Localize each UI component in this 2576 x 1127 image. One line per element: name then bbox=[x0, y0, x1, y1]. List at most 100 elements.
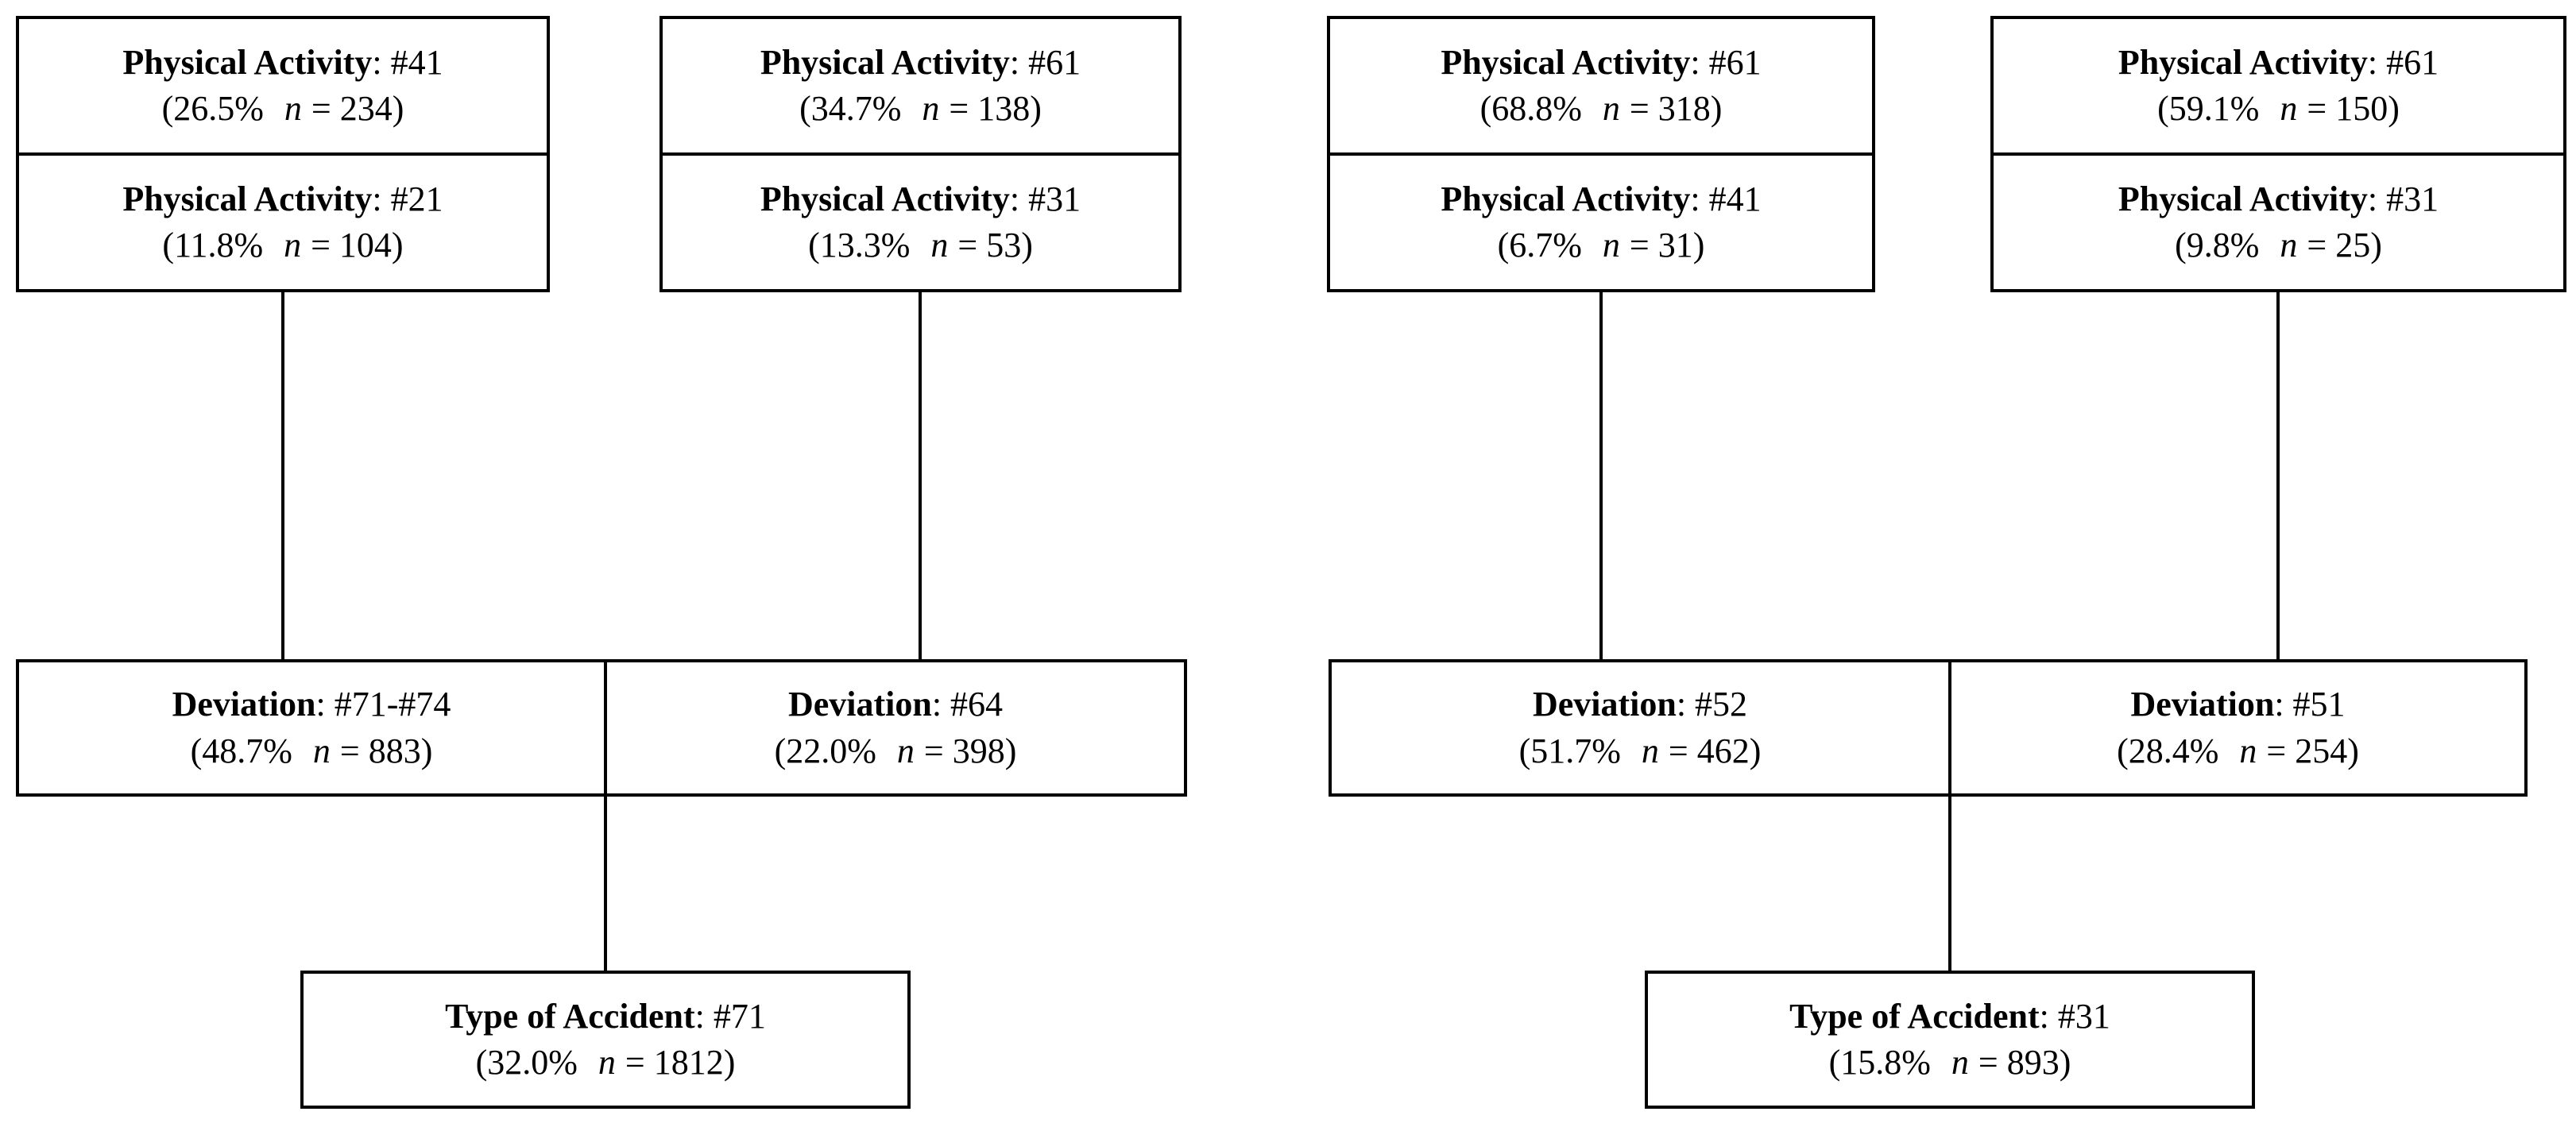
left-physical-activity-pair-2: Physical Activity: #61 (34.7%n= 138) Phy… bbox=[659, 16, 1182, 292]
stat-percent: (48.7% bbox=[190, 731, 292, 770]
node-label: Type of Accident bbox=[445, 996, 695, 1036]
stat-percent: (6.7% bbox=[1497, 226, 1582, 264]
left-deviation-box-1: Deviation: #71-#74 (48.7% n= 883) bbox=[16, 659, 607, 797]
node-code: : #31 bbox=[1009, 179, 1081, 218]
node-code: : #61 bbox=[2367, 42, 2439, 82]
node-stat: (59.1%n= 150) bbox=[2157, 86, 2400, 132]
node-heading: Physical Activity: #21 bbox=[122, 176, 443, 222]
node-label: Physical Activity bbox=[1441, 42, 1691, 82]
node-heading: Type of Accident: #31 bbox=[1789, 994, 2110, 1040]
left-type-of-accident-box: Type of Accident: #71 (32.0% n= 1812) bbox=[300, 971, 911, 1109]
right-deviation-box-2: Deviation: #51 (28.4%n= 254) bbox=[1948, 659, 2528, 797]
node-stat: (68.8%n= 318) bbox=[1480, 86, 1723, 132]
stat-n-var: n bbox=[1951, 1043, 1969, 1082]
stat-n-var: n bbox=[2280, 89, 2298, 128]
right-physical-activity-pair-1: Physical Activity: #61 (68.8%n= 318) Phy… bbox=[1327, 16, 1875, 292]
stat-n-var: n bbox=[312, 731, 331, 770]
node-cell: Physical Activity: #61 (59.1%n= 150) bbox=[1994, 19, 2563, 152]
node-label: Physical Activity bbox=[760, 179, 1010, 218]
node-heading: Deviation: #52 bbox=[1533, 681, 1747, 728]
node-cell: Type of Accident: #31 (15.8% n= 893) bbox=[1648, 974, 2252, 1106]
stat-percent: (15.8% bbox=[1828, 1043, 1931, 1082]
left-deviation-box-2: Deviation: #64 (22.0%n= 398) bbox=[604, 659, 1187, 797]
node-stat: (48.7% n= 883) bbox=[191, 728, 433, 774]
node-cell: Deviation: #52 (51.7% n= 462) bbox=[1332, 662, 1948, 793]
node-heading: Physical Activity: #41 bbox=[1441, 176, 1761, 222]
connector-line-left-pair2 bbox=[919, 289, 922, 662]
node-label: Physical Activity bbox=[122, 179, 373, 218]
node-label: Physical Activity bbox=[2118, 179, 2368, 218]
node-label: Physical Activity bbox=[1441, 179, 1691, 218]
stat-n-value: = 254) bbox=[2266, 731, 2359, 770]
stat-n-value: = 31) bbox=[1629, 226, 1705, 264]
node-code: : #71-#74 bbox=[315, 685, 451, 724]
node-stat: (51.7% n= 462) bbox=[1519, 728, 1762, 774]
node-code: : #64 bbox=[931, 685, 1004, 724]
node-heading: Physical Activity: #41 bbox=[122, 40, 443, 86]
node-code: : #71 bbox=[694, 996, 766, 1036]
stat-n-value: = 25) bbox=[2307, 226, 2382, 264]
node-stat: (34.7% n= 138) bbox=[799, 86, 1042, 132]
node-stat: (6.7% n= 31) bbox=[1498, 222, 1705, 268]
stat-percent: (59.1% bbox=[2157, 89, 2260, 128]
right-type-of-accident-box: Type of Accident: #31 (15.8% n= 893) bbox=[1645, 971, 2255, 1109]
stat-n-var: n bbox=[1602, 89, 1620, 128]
connector-line-right-accident bbox=[1948, 793, 1951, 974]
stat-percent: (51.7% bbox=[1518, 731, 1621, 770]
stat-n-var: n bbox=[598, 1043, 616, 1082]
node-code: : #51 bbox=[2274, 685, 2346, 724]
node-code: : #31 bbox=[2367, 179, 2439, 218]
node-label: Deviation bbox=[1532, 685, 1677, 724]
node-heading: Deviation: #64 bbox=[788, 681, 1003, 728]
node-heading: Physical Activity: #31 bbox=[2118, 176, 2439, 222]
node-label: Deviation bbox=[2130, 685, 2275, 724]
stat-percent: (11.8% bbox=[162, 226, 264, 264]
stat-n-var: n bbox=[922, 89, 940, 128]
stat-n-var: n bbox=[930, 226, 949, 264]
connector-line-right-pair2 bbox=[2276, 289, 2280, 662]
connector-line-left-accident bbox=[604, 793, 607, 974]
stat-n-var: n bbox=[284, 226, 302, 264]
node-heading: Deviation: #71-#74 bbox=[172, 681, 451, 728]
stat-n-var: n bbox=[1602, 226, 1620, 264]
node-code: : #61 bbox=[1690, 42, 1762, 82]
node-stat: (26.5%n= 234) bbox=[162, 86, 404, 132]
stat-n-value: = 893) bbox=[1978, 1043, 2071, 1082]
node-stat: (11.8% n= 104) bbox=[162, 222, 403, 268]
stat-n-var: n bbox=[2280, 226, 2298, 264]
stat-percent: (28.4% bbox=[2117, 731, 2219, 770]
stat-percent: (34.7% bbox=[799, 89, 902, 128]
node-cell: Physical Activity: #31 (9.8% n= 25) bbox=[1994, 152, 2563, 289]
stat-n-value: = 883) bbox=[339, 731, 433, 770]
node-stat: (28.4%n= 254) bbox=[2117, 728, 2359, 774]
node-cell: Physical Activity: #61 (34.7% n= 138) bbox=[663, 19, 1178, 152]
node-heading: Physical Activity: #61 bbox=[760, 40, 1081, 86]
node-heading: Physical Activity: #31 bbox=[760, 176, 1081, 222]
stat-n-var: n bbox=[1641, 731, 1659, 770]
node-stat: (9.8% n= 25) bbox=[2175, 222, 2382, 268]
stat-n-value: = 462) bbox=[1668, 731, 1762, 770]
node-label: Physical Activity bbox=[122, 42, 373, 82]
stat-n-value: = 138) bbox=[949, 89, 1042, 128]
node-code: : #31 bbox=[2039, 996, 2110, 1036]
node-label: Type of Accident bbox=[1789, 996, 2040, 1036]
node-stat: (22.0%n= 398) bbox=[775, 728, 1017, 774]
left-physical-activity-pair-1: Physical Activity: #41 (26.5%n= 234) Phy… bbox=[16, 16, 550, 292]
node-code: : #41 bbox=[1690, 179, 1762, 218]
stat-n-value: = 234) bbox=[311, 89, 404, 128]
stat-percent: (22.0% bbox=[774, 731, 876, 770]
node-code: : #61 bbox=[1009, 42, 1081, 82]
node-label: Physical Activity bbox=[2118, 42, 2368, 82]
node-cell: Physical Activity: #41 (26.5%n= 234) bbox=[19, 19, 547, 152]
node-cell: Physical Activity: #31 (13.3%n= 53) bbox=[663, 152, 1178, 289]
stat-percent: (32.0% bbox=[475, 1043, 578, 1082]
node-heading: Deviation: #51 bbox=[2130, 681, 2345, 728]
stat-n-value: = 104) bbox=[311, 226, 404, 264]
stat-n-value: = 1812) bbox=[625, 1043, 736, 1082]
node-code: : #52 bbox=[1676, 685, 1748, 724]
node-cell: Deviation: #64 (22.0%n= 398) bbox=[607, 662, 1184, 793]
stat-percent: (9.8% bbox=[2175, 226, 2260, 264]
stat-n-value: = 398) bbox=[923, 731, 1017, 770]
node-label: Deviation bbox=[787, 685, 932, 724]
